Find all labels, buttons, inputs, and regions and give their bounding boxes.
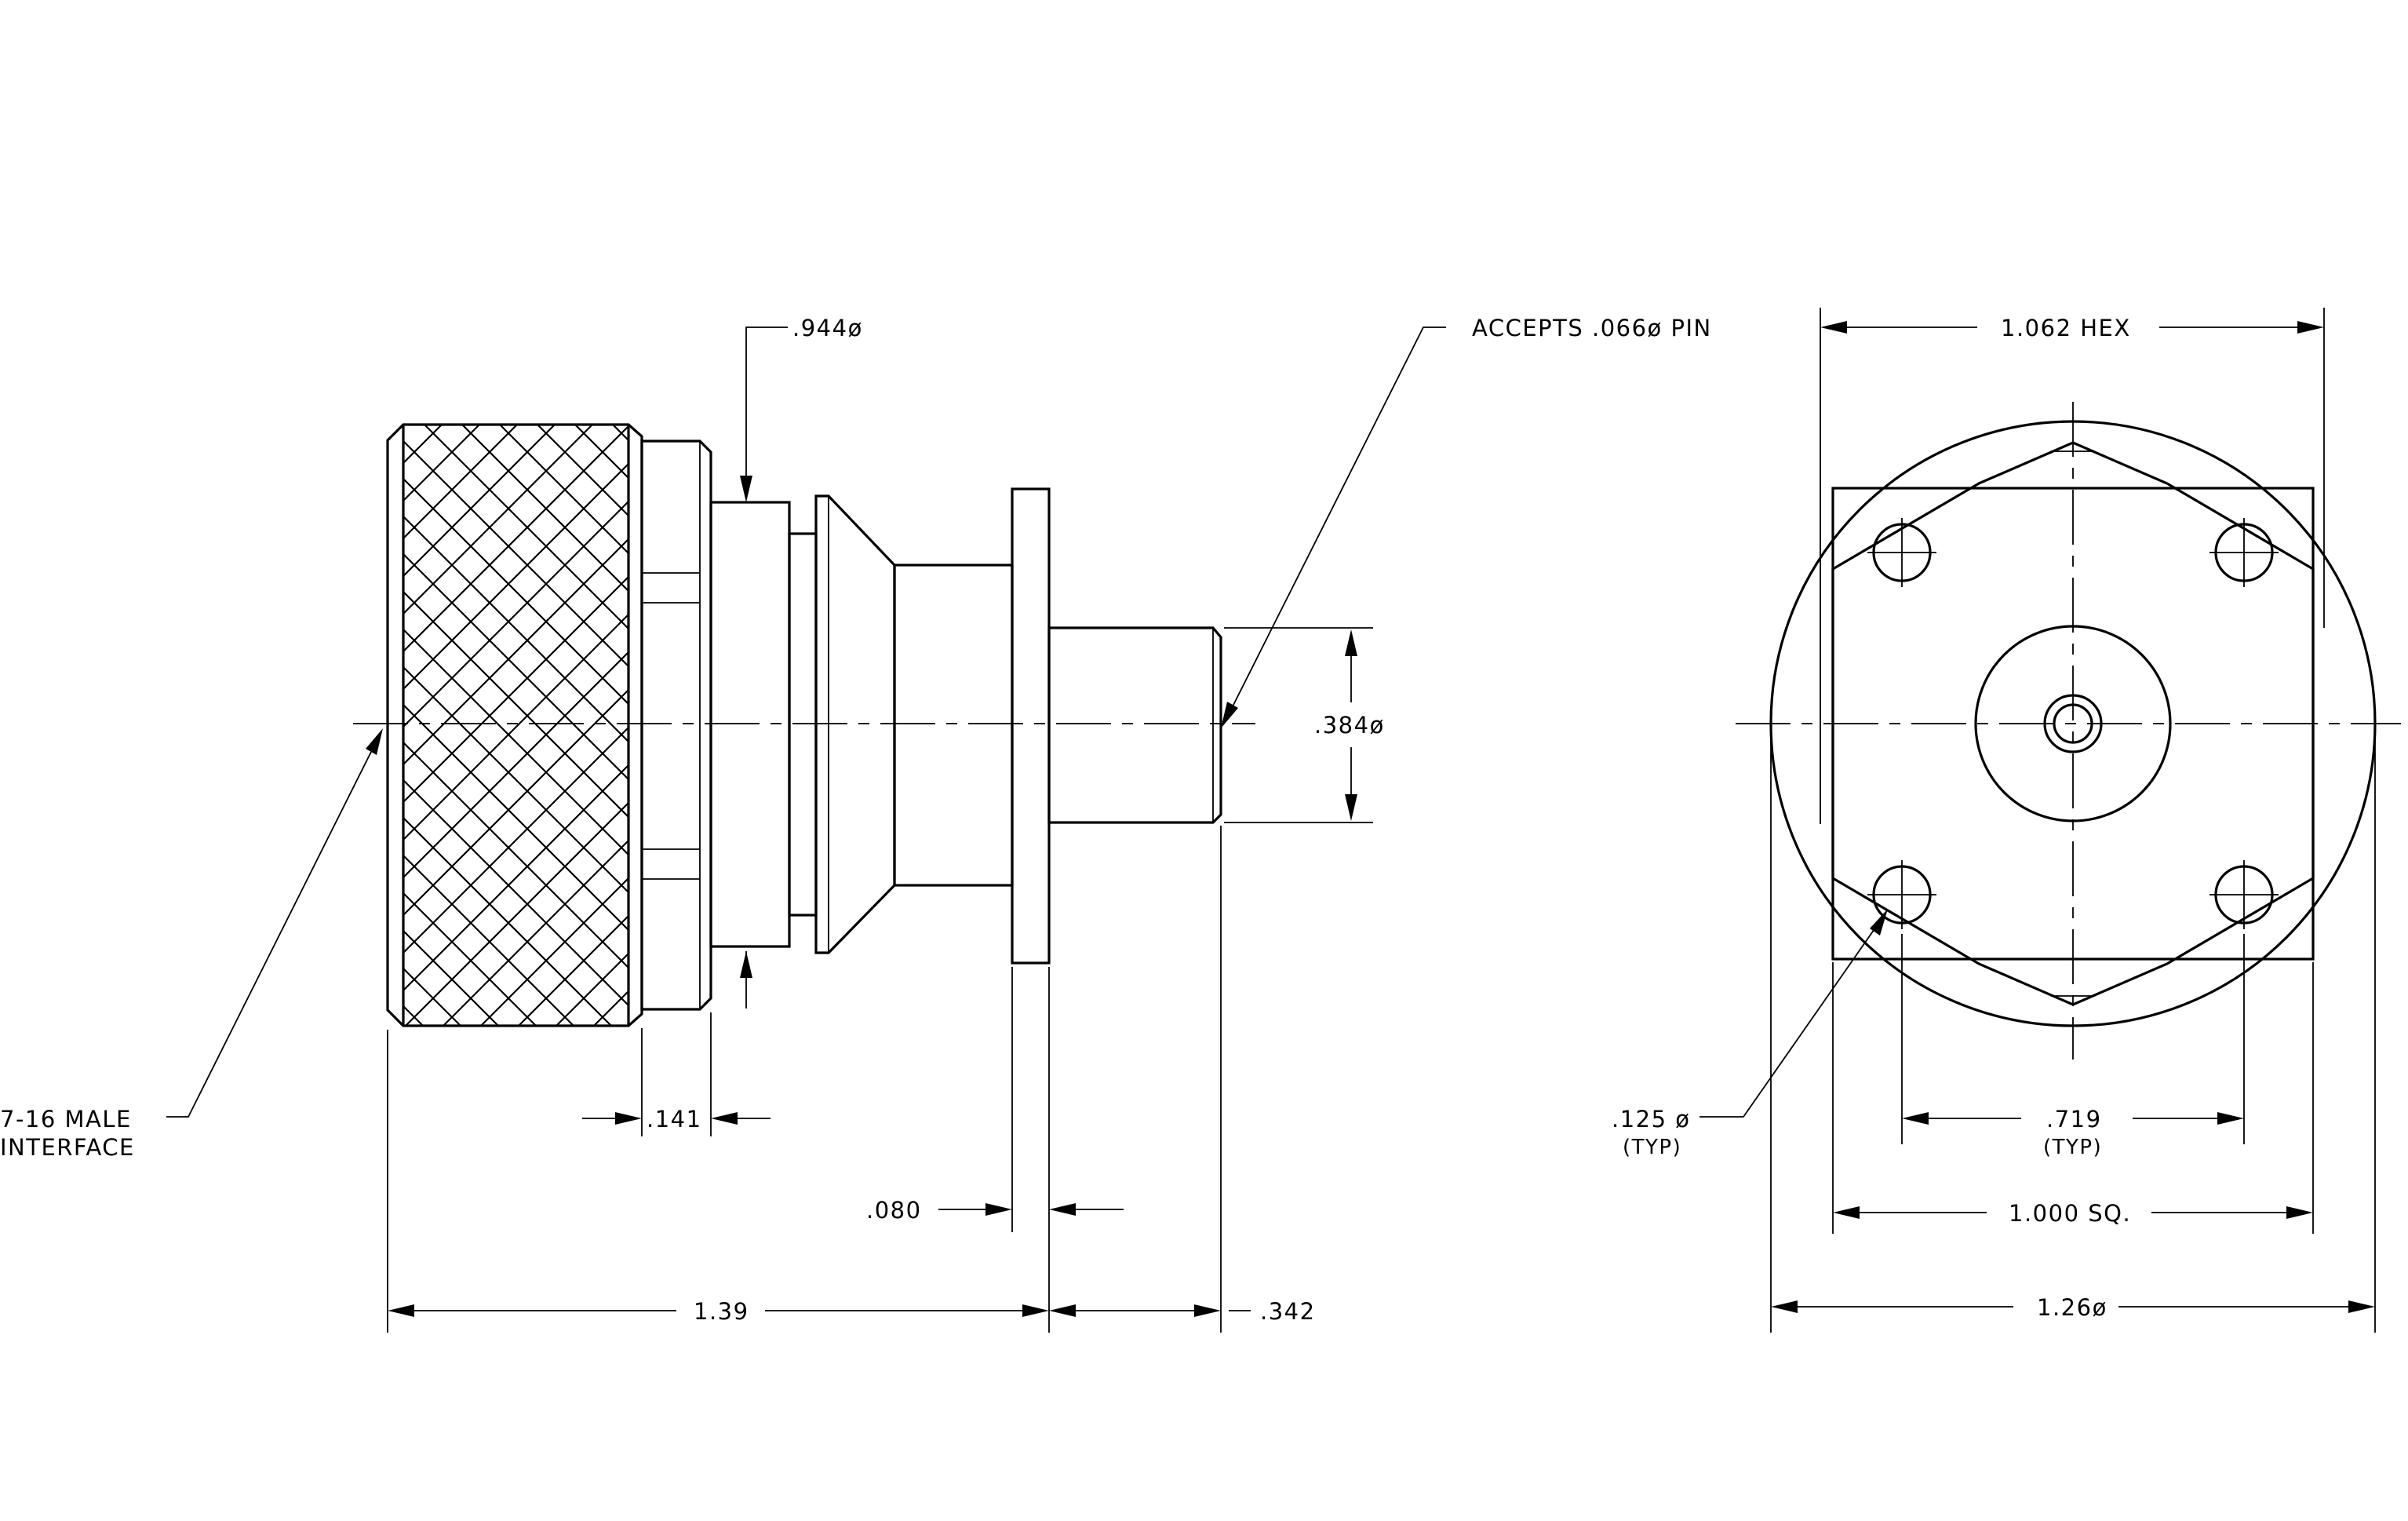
square-dimension-label: 1.000 SQ. xyxy=(2009,1200,2131,1227)
hole-spacing-note: (TYP) xyxy=(2043,1136,2102,1159)
hex-width-label: .141 xyxy=(647,1106,702,1133)
pin-length-dimension: .342 xyxy=(1049,1298,1316,1325)
pin-length-label: .342 xyxy=(1260,1298,1316,1325)
hole-spacing-label: .719 xyxy=(2046,1106,2102,1133)
hex-dimension-label: 1.062 HEX xyxy=(2001,315,2131,341)
body-collar xyxy=(709,501,818,948)
flange-od-dimension: .944ø xyxy=(740,315,863,1009)
hole-diameter-note: (TYP) xyxy=(1623,1136,1681,1159)
flange-thickness-dimension: .080 xyxy=(866,967,1124,1333)
mounting-holes xyxy=(1867,518,2279,929)
pin-body-diameter-dimension: .384ø xyxy=(1224,627,1385,823)
hex-nut xyxy=(640,440,712,1011)
body-diameter-label: 1.26ø xyxy=(2037,1294,2107,1321)
pin-accepts-label: ACCEPTS .066ø PIN xyxy=(1472,315,1712,341)
end-view: 1.062 HEX .125 ø (TYP) .719 (TYP) xyxy=(1612,308,2401,1333)
hex-width-dimension: .141 xyxy=(582,1012,770,1136)
interface-label-line1: 7-16 MALE xyxy=(0,1106,132,1133)
knurled-coupling-nut xyxy=(386,423,643,1027)
cone-section xyxy=(814,494,1014,954)
hole-diameter-label: .125 ø xyxy=(1612,1106,1691,1133)
flange-od-label: .944ø xyxy=(792,315,863,341)
pin-accepts-callout: ACCEPTS .066ø PIN xyxy=(1221,315,1712,728)
flange-thickness-label: .080 xyxy=(866,1197,922,1224)
square-dimension: 1.000 SQ. xyxy=(1832,962,2314,1234)
overall-length-label: 1.39 xyxy=(694,1298,749,1325)
hex-dimension: 1.062 HEX xyxy=(1820,308,2325,824)
hole-spacing-dimension: .719 (TYP) xyxy=(1901,934,2245,1159)
side-view: .944ø ACCEPTS .066ø PIN .384ø .141 xyxy=(0,315,1712,1333)
hole-diameter-callout: .125 ø (TYP) xyxy=(1612,909,1888,1159)
overall-length-dimension: 1.39 xyxy=(387,826,1222,1333)
interface-callout: 7-16 MALE INTERFACE xyxy=(0,728,383,1161)
flange xyxy=(1011,487,1051,965)
body-diameter-dimension: 1.26ø xyxy=(1770,724,2376,1333)
pin-body-diameter-label: .384ø xyxy=(1314,712,1385,739)
interface-label-line2: INTERFACE xyxy=(0,1134,135,1161)
pin-body xyxy=(1047,626,1222,824)
